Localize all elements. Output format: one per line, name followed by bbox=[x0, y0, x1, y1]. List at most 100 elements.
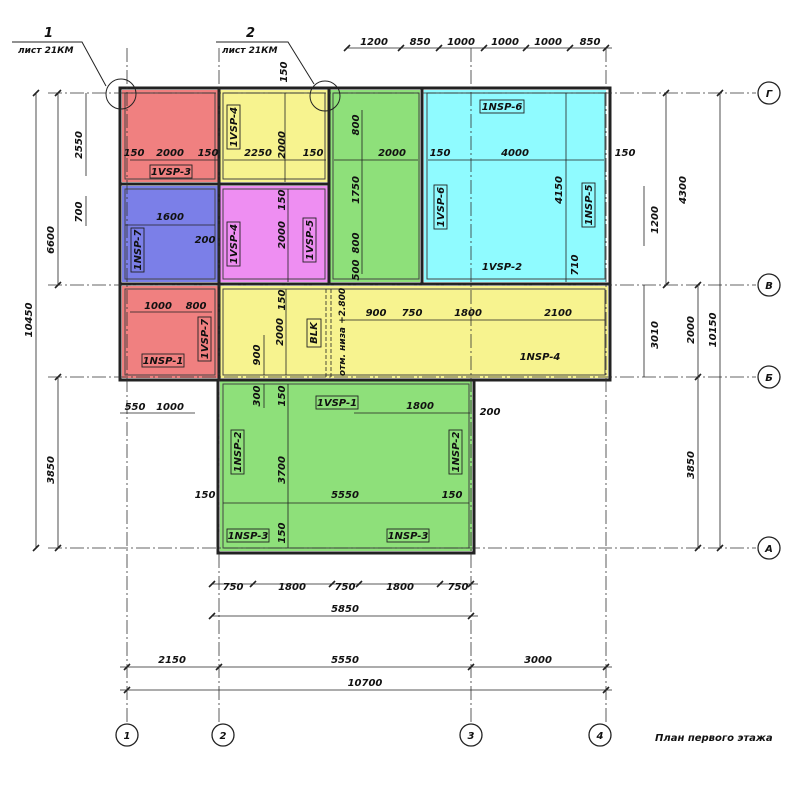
svg-text:1VSP-3: 1VSP-3 bbox=[151, 167, 191, 178]
svg-text:550: 550 bbox=[125, 402, 146, 413]
svg-text:3850: 3850 bbox=[46, 456, 57, 484]
svg-text:4150: 4150 bbox=[554, 176, 565, 205]
label-otm: отм. низа +2.800 bbox=[338, 288, 348, 376]
svg-text:4: 4 bbox=[596, 731, 604, 742]
svg-text:750: 750 bbox=[223, 582, 244, 593]
svg-text:1200: 1200 bbox=[360, 37, 388, 48]
svg-text:150: 150 bbox=[277, 290, 288, 311]
svg-text:500: 500 bbox=[351, 260, 362, 281]
svg-text:10700: 10700 bbox=[348, 678, 383, 689]
svg-text:150: 150 bbox=[279, 62, 290, 83]
label-1vsp-1: 1VSP-1 bbox=[315, 395, 359, 410]
svg-text:5550: 5550 bbox=[331, 655, 359, 666]
svg-text:150: 150 bbox=[442, 490, 463, 501]
svg-text:1VSP-4: 1VSP-4 bbox=[229, 224, 240, 264]
svg-text:1750: 1750 bbox=[351, 176, 362, 204]
label-1vsp-4-mid: 1VSP-4 bbox=[226, 221, 241, 267]
svg-text:300: 300 bbox=[252, 386, 263, 407]
label-1vsp-2: 1VSP-2 bbox=[482, 262, 522, 273]
svg-text:150: 150 bbox=[124, 148, 145, 159]
svg-text:3000: 3000 bbox=[524, 655, 552, 666]
svg-text:200: 200 bbox=[480, 407, 501, 418]
zone-cyan bbox=[424, 90, 606, 282]
svg-text:1000: 1000 bbox=[534, 37, 562, 48]
svg-text:1NSP-2: 1NSP-2 bbox=[233, 432, 244, 473]
svg-text:150: 150 bbox=[198, 148, 219, 159]
svg-text:4300: 4300 bbox=[678, 176, 689, 205]
svg-text:710: 710 bbox=[570, 255, 581, 276]
svg-text:1NSP-7: 1NSP-7 bbox=[133, 230, 144, 271]
svg-text:1000: 1000 bbox=[144, 301, 172, 312]
svg-text:2250: 2250 bbox=[244, 148, 272, 159]
svg-text:750: 750 bbox=[335, 582, 356, 593]
inner-frames bbox=[124, 92, 606, 549]
axis-marker-4: 4 bbox=[588, 723, 612, 747]
svg-text:1200: 1200 bbox=[650, 206, 661, 234]
svg-text:1800: 1800 bbox=[406, 401, 434, 412]
svg-text:2100: 2100 bbox=[544, 308, 572, 319]
svg-text:2000: 2000 bbox=[686, 316, 697, 344]
svg-text:3850: 3850 bbox=[686, 451, 697, 479]
svg-text:2550: 2550 bbox=[74, 131, 85, 159]
label-blk: BLK bbox=[306, 318, 322, 348]
svg-text:2000: 2000 bbox=[275, 318, 286, 346]
label-1nsp-3-right: 1NSP-3 bbox=[386, 528, 430, 543]
svg-text:800: 800 bbox=[351, 233, 362, 254]
svg-text:2150: 2150 bbox=[158, 655, 186, 666]
svg-text:3: 3 bbox=[468, 731, 475, 742]
label-1nsp-2-right: 1NSP-2 bbox=[448, 429, 463, 475]
zone-green-top bbox=[330, 90, 420, 282]
label-1nsp-5: 1NSP-5 bbox=[581, 182, 596, 228]
svg-text:5550: 5550 bbox=[331, 490, 359, 501]
label-1nsp-1: 1NSP-1 bbox=[141, 353, 185, 368]
svg-text:1NSP-3: 1NSP-3 bbox=[228, 531, 269, 542]
svg-text:200: 200 bbox=[195, 235, 216, 246]
svg-text:800: 800 bbox=[351, 115, 362, 136]
svg-text:А: А bbox=[764, 544, 773, 555]
svg-text:6600: 6600 bbox=[46, 226, 57, 254]
svg-text:лист 21КМ: лист 21КМ bbox=[222, 46, 277, 56]
grid-lines bbox=[48, 48, 756, 722]
drawing-title: План первого этажа bbox=[655, 733, 773, 744]
axis-marker-V: В bbox=[757, 273, 781, 297]
svg-text:2: 2 bbox=[220, 731, 227, 742]
svg-text:1NSP-2: 1NSP-2 bbox=[451, 432, 462, 473]
svg-text:Г: Г bbox=[766, 89, 773, 100]
svg-text:2000: 2000 bbox=[156, 148, 184, 159]
svg-text:1VSP-4: 1VSP-4 bbox=[229, 107, 240, 147]
svg-text:Б: Б bbox=[765, 373, 773, 384]
label-1vsp-3: 1VSP-3 bbox=[149, 164, 193, 179]
svg-text:4000: 4000 bbox=[500, 148, 529, 159]
label-1nsp-7: 1NSP-7 bbox=[130, 227, 145, 273]
label-1vsp-4-top: 1VSP-4 bbox=[226, 104, 241, 150]
svg-text:В: В bbox=[765, 281, 773, 292]
zone-yellow-mid bbox=[220, 286, 608, 378]
svg-text:1NSP-1: 1NSP-1 bbox=[143, 356, 184, 367]
label-1vsp-7: 1VSP-7 bbox=[197, 316, 212, 362]
svg-text:1000: 1000 bbox=[491, 37, 519, 48]
svg-text:1800: 1800 bbox=[278, 582, 306, 593]
svg-text:150: 150 bbox=[195, 490, 216, 501]
svg-text:150: 150 bbox=[303, 148, 324, 159]
svg-text:1NSP-4: 1NSP-4 bbox=[520, 352, 561, 363]
svg-text:1: 1 bbox=[44, 26, 53, 41]
svg-text:150: 150 bbox=[430, 148, 451, 159]
svg-text:900: 900 bbox=[366, 308, 387, 319]
axis-marker-B: Б bbox=[757, 365, 781, 389]
svg-text:2000: 2000 bbox=[378, 148, 406, 159]
svg-text:1000: 1000 bbox=[447, 37, 475, 48]
svg-text:3700: 3700 bbox=[277, 456, 288, 484]
svg-text:150: 150 bbox=[615, 148, 636, 159]
zone-fills bbox=[122, 90, 608, 551]
svg-text:1VSP-7: 1VSP-7 bbox=[200, 319, 211, 359]
label-1vsp-6: 1VSP-6 bbox=[433, 184, 448, 230]
svg-text:1: 1 bbox=[124, 731, 131, 742]
label-1nsp-6: 1NSP-6 bbox=[479, 99, 525, 114]
svg-text:800: 800 bbox=[186, 301, 207, 312]
dimension-texts: 1200 850 1000 1000 1000 850 2550 700 660… bbox=[24, 37, 719, 689]
axis-marker-1: 1 bbox=[115, 723, 139, 747]
svg-text:850: 850 bbox=[580, 37, 601, 48]
svg-text:700: 700 bbox=[74, 202, 85, 223]
label-1nsp-3-left: 1NSP-3 bbox=[226, 528, 270, 543]
